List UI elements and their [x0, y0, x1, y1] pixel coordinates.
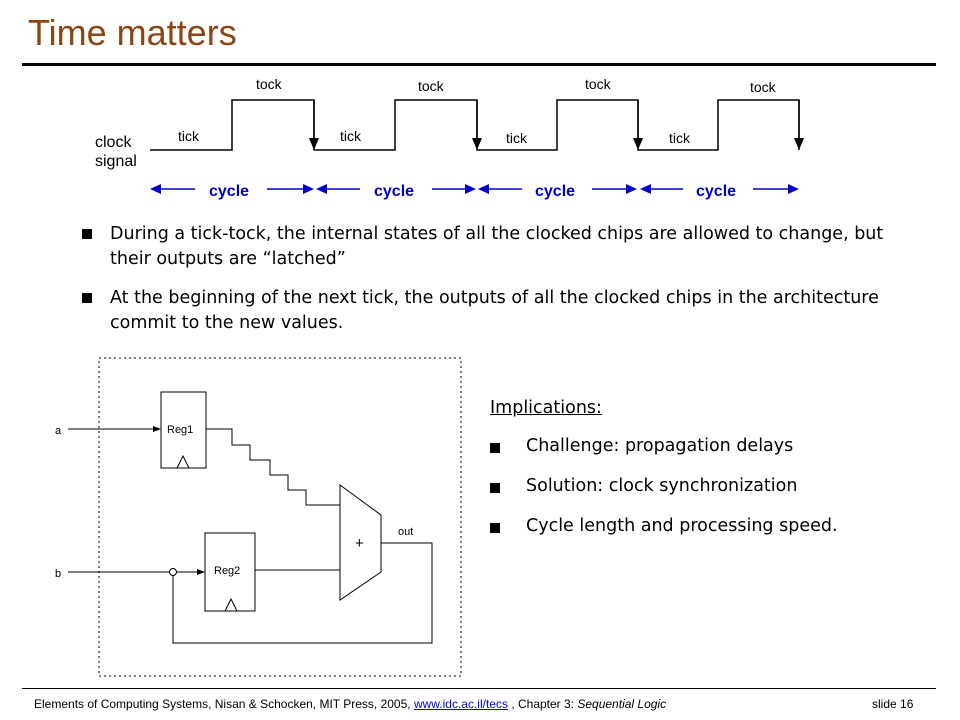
footer-text: Elements of Computing Systems, Nisan & S…	[34, 697, 414, 711]
clock-input-icon	[224, 597, 238, 612]
falling-edge-arrow	[633, 100, 643, 150]
implication-text: Cycle length and processing speed.	[526, 516, 838, 536]
cycle-label: cycle	[374, 183, 414, 200]
cycle-label: cycle	[535, 183, 575, 200]
reg2-label: Reg2	[214, 565, 240, 577]
square-bullet-icon	[82, 229, 92, 239]
clock-input-icon	[176, 454, 190, 469]
implication-item: Solution: clock synchronization	[490, 476, 838, 500]
junction-node	[169, 568, 177, 576]
square-bullet-icon	[490, 523, 500, 533]
bullet-list: During a tick-tock, the internal states …	[82, 222, 912, 350]
cycle-span-arrow	[316, 184, 476, 194]
falling-edge-arrow	[794, 100, 804, 150]
title-divider	[22, 63, 936, 66]
square-bullet-icon	[490, 443, 500, 453]
feedback-wire	[172, 542, 433, 644]
footer-divider	[22, 688, 936, 689]
tick-label: tick	[506, 130, 528, 146]
adder-block	[339, 484, 382, 601]
cycle-span-arrow	[150, 184, 314, 194]
reg2-block	[204, 532, 256, 612]
reg1-block	[160, 391, 207, 469]
reg1-to-adder-wire	[206, 428, 340, 506]
clock-signal-label-2: signal	[95, 153, 137, 170]
implication-text: Challenge: propagation delays	[526, 436, 794, 456]
cycle-label: cycle	[696, 183, 736, 200]
clock-signal-label-1: clock	[95, 134, 132, 151]
bullet-item: At the beginning of the next tick, the o…	[82, 286, 912, 336]
clock-timing-diagram: clock signal tick tick tick tick tock to…	[95, 76, 804, 200]
cycle-label: cycle	[209, 183, 249, 200]
implications-panel: Implications: Challenge: propagation del…	[490, 398, 838, 556]
reg1-label: Reg1	[167, 424, 193, 436]
implication-text: Solution: clock synchronization	[526, 476, 798, 496]
bullet-text: During a tick-tock, the internal states …	[110, 224, 884, 269]
tock-label: tock	[585, 76, 612, 92]
tock-label: tock	[256, 76, 283, 92]
input-a-label: a	[55, 425, 62, 437]
footer-course: Sequential Logic	[577, 697, 667, 711]
tock-label: tock	[418, 78, 445, 94]
output-label: out	[398, 526, 413, 538]
square-bullet-icon	[490, 483, 500, 493]
cycle-span-arrow	[478, 184, 637, 194]
implication-item: Cycle length and processing speed.	[490, 516, 838, 540]
tick-label: tick	[178, 128, 200, 144]
bullet-text: At the beginning of the next tick, the o…	[110, 288, 879, 333]
falling-edge-arrow	[309, 100, 319, 150]
register-adder-circuit: a Reg1 b Reg2 + out	[55, 357, 462, 677]
input-b-label: b	[55, 568, 61, 580]
adder-label: +	[355, 535, 364, 552]
tock-label: tock	[750, 79, 777, 95]
slide-title: Time matters	[28, 12, 237, 53]
tick-label: tick	[340, 128, 362, 144]
square-bullet-icon	[82, 293, 92, 303]
footer-link[interactable]: www.idc.ac.il/tecs	[413, 697, 508, 711]
footer-text: , Chapter 3:	[507, 697, 578, 711]
slide-number: slide 16	[872, 697, 914, 711]
tick-label: tick	[669, 130, 691, 146]
footer-citation: Elements of Computing Systems, Nisan & S…	[34, 697, 666, 711]
circuit-boundary	[98, 357, 462, 677]
bullet-item: During a tick-tock, the internal states …	[82, 222, 912, 272]
falling-edge-arrow	[472, 100, 482, 150]
implications-heading: Implications:	[490, 398, 602, 418]
implication-item: Challenge: propagation delays	[490, 436, 838, 460]
cycle-span-arrow	[640, 184, 799, 194]
